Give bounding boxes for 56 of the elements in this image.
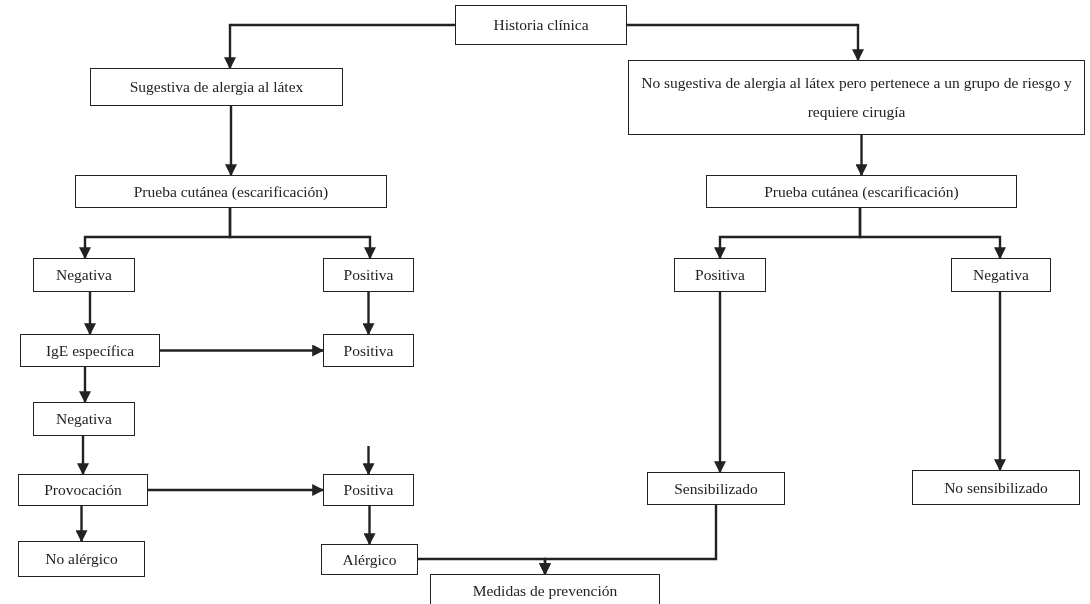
- arrow: [77, 436, 89, 476]
- arrow: [714, 292, 726, 474]
- arrow: [362, 292, 375, 336]
- arrow: [225, 106, 237, 177]
- arrow: [160, 344, 325, 357]
- box-label: Positiva: [695, 266, 745, 284]
- process-box: [951, 258, 1051, 292]
- process-box: [912, 470, 1080, 505]
- box-label: Positiva: [343, 481, 394, 499]
- process-box: [20, 334, 160, 367]
- arrow: [627, 23, 864, 62]
- process-box: [706, 175, 1017, 208]
- process-box: [33, 402, 135, 436]
- box-label: No sensibilizado: [944, 478, 1048, 497]
- arrow: [84, 292, 96, 336]
- process-box: [75, 175, 387, 208]
- box-label: Alérgico: [342, 550, 397, 569]
- arrow: [228, 208, 376, 260]
- arrow: [148, 484, 325, 496]
- process-box: [455, 5, 627, 45]
- box-label: No alérgico: [45, 550, 118, 568]
- process-box: [18, 541, 145, 577]
- arrow: [539, 505, 718, 576]
- arrow: [363, 506, 376, 546]
- process-box: [323, 258, 414, 292]
- box-label: Prueba cutánea (escarificación): [133, 182, 329, 201]
- process-box: [430, 574, 660, 604]
- box-label: IgE específica: [45, 341, 135, 360]
- arrow: [858, 208, 1006, 260]
- process-box: [323, 474, 414, 506]
- box-label: Negativa: [56, 410, 112, 428]
- arrow: [79, 367, 91, 404]
- process-box: [323, 334, 414, 367]
- box-label: No sugestiva de alergia al látex pero pertenece a un grupo de riesgo y requiere cirugía: [640, 72, 1073, 122]
- box-label: Positiva: [343, 266, 394, 284]
- arrow: [224, 23, 455, 70]
- box-label: Negativa: [973, 266, 1029, 284]
- box-label: Negativa: [56, 266, 112, 284]
- arrow: [855, 135, 868, 177]
- box-label: Medidas de prevención: [472, 582, 618, 600]
- box-label: Sensibilizado: [674, 479, 758, 498]
- process-box: [321, 544, 418, 575]
- process-box: [674, 258, 766, 292]
- process-box: [628, 60, 1085, 135]
- box-label: Provocación: [44, 481, 122, 499]
- arrow: [994, 292, 1006, 472]
- box-label: Historia clínica: [493, 16, 589, 34]
- arrow: [75, 506, 88, 543]
- process-box: [33, 258, 135, 292]
- process-box: [647, 472, 785, 505]
- box-label: Positiva: [343, 341, 394, 360]
- process-box: [90, 68, 343, 106]
- box-label: Prueba cutánea (escarificación): [764, 182, 959, 201]
- process-box: [18, 474, 148, 506]
- box-label: Sugestiva de alergia al látex: [129, 78, 304, 96]
- arrow: [362, 446, 375, 476]
